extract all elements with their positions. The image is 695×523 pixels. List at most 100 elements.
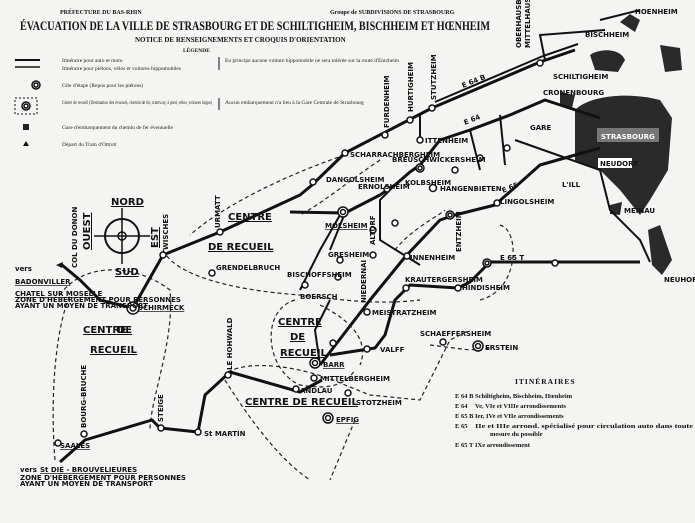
place-molsheim: MOLSHEIM: [325, 222, 368, 230]
place-strasbourg: STRASBOURG: [601, 133, 655, 141]
legend-centre-icon: [14, 97, 38, 115]
centre-label: CENTRE: [278, 317, 322, 328]
place-stutzheim: STUTZHEIM: [430, 54, 438, 100]
place-bischheim: BISCHHEIM: [585, 31, 629, 39]
place-bischoffsheim: BISCHOFFSHEIM: [287, 271, 352, 279]
place-bourg-bruche: BOURG-BRUCHE: [80, 365, 88, 428]
exit-vers: vers: [15, 265, 32, 273]
place-st-martin: St MARTIN: [204, 430, 246, 438]
itineraires-panel: ITINÉRAIRES E 64 B Schiltigheim, Bischhe…: [455, 376, 693, 449]
place-epfig: EPFIG: [336, 416, 359, 424]
compass-south: SUD: [115, 267, 139, 278]
exit-chatel: CHATEL SUR MOSELLE: [15, 290, 103, 298]
place-krautergersheim: KRAUTERGERSHEIM: [405, 276, 483, 284]
secondary-lines: [52, 154, 514, 481]
place-kolbsheim: KOLBSHEIM: [405, 179, 451, 187]
neudorf-label-bg: [598, 158, 632, 168]
place-dangolsheim: DANGOLSHEIM: [326, 176, 385, 184]
itin-code: E 65 T: [455, 442, 474, 449]
legend-note-1: En principe aucune voiture hippomobile n…: [225, 58, 400, 64]
place-wisches: WISCHES: [162, 214, 170, 250]
place-hoenheim: HOENHEIM: [635, 8, 678, 16]
place-altorf: ALTORF: [369, 215, 377, 245]
legend: Itinéraire pour auto et moto Itinéraire …: [14, 57, 400, 148]
exit-zone-1: ZONE D'HÉBERGEMENT POUR PERSONNES: [15, 295, 181, 304]
place-mittelbergheim: MITTELBERGHEIM: [320, 375, 390, 383]
exit-vers: vers: [20, 466, 37, 474]
place-ernolsheim: ERNOLSHEIM: [358, 183, 410, 191]
route-code-e64: E 64: [463, 113, 482, 127]
place-boersch: BOERSCH: [300, 293, 338, 301]
centre-label: CENTRE: [83, 325, 127, 336]
itin-desc: Ier, IVe et VIIe arrondissements: [475, 413, 564, 420]
place-valff: VALFF: [380, 346, 405, 354]
place-scharrachbergheim: SCHARRACHBERGHEIM: [350, 151, 440, 159]
place-neudorf: NEUDORF: [600, 160, 638, 168]
centre-label: RECUEIL: [90, 345, 138, 356]
itin-desc: mesure du possible: [490, 431, 543, 438]
legend-item-label: Itinéraire pour auto et moto: [62, 58, 123, 64]
place-meinau: MEINAU: [624, 207, 655, 215]
itineraires-title: ITINÉRAIRES: [515, 376, 576, 386]
centre-label: CENTRE: [228, 212, 272, 223]
route-code-e65t: E 65 T: [500, 254, 524, 262]
centres-de-recueil: CENTRE DE RECUEIL CENTRE DE RECUEIL CENT…: [83, 212, 359, 408]
place-schaeffersheim: SCHAEFFERSHEIM: [420, 330, 491, 338]
prefecture-label: PRÉFECTURE DU BAS-RHIN: [60, 8, 142, 16]
centre-label: CENTRE DE RECUEIL: [245, 397, 359, 408]
place-gresheim: GRESHEIM: [328, 251, 369, 259]
legend-item-label: Gare d'embarquement du chemin de fer éve…: [62, 124, 173, 131]
place-entzheim: ENTZHEIM: [455, 211, 463, 252]
place-col-du-donon: COL DU DONON: [71, 207, 79, 268]
place-furdenheim: FURDENHEIM: [383, 75, 391, 128]
exit-zone-1: ZONE D'HÉBERGEMENT POUR PERSONNES: [20, 473, 186, 482]
place-lingolsheim: LINGOLSHEIM: [500, 198, 554, 206]
centre-label: RECUEIL: [280, 348, 328, 359]
itin-desc: Ve, VIe et VIIIe arrondissements: [475, 403, 566, 410]
group-label: Groupe de SUBDIVISIONS DE STRASBOURG: [330, 10, 455, 16]
strasbourg-urban-area: [560, 14, 682, 275]
place-hurtigheim: HURTIGHEIM: [407, 62, 415, 112]
place-oberhausbergen: OBERHAUSBERGEN: [515, 0, 523, 48]
exit-badonviller: BADONVILLER: [15, 278, 71, 286]
legend-gite-icon: [31, 80, 41, 90]
place-hangenbieten: HANGENBIETEN: [440, 185, 502, 193]
compass-rose: NORD SUD EST OUEST: [82, 197, 161, 278]
place-hindisheim: HINDISHEIM: [462, 284, 510, 292]
legend-item-label: Départ du Tram d'Ottrott: [62, 142, 117, 148]
place-schiltigheim: SCHILTIGHEIM: [553, 73, 608, 81]
legend-note-2: Aucun embarquement n'a lieu à la Gare Ce…: [225, 100, 364, 106]
place-niedernai: NIEDERNAI: [360, 260, 368, 303]
compass-east: EST: [150, 227, 161, 248]
exit-destinations: vers BADONVILLER CHATEL SUR MOSELLE ZONE…: [15, 262, 186, 488]
map-title: ÉVACUATION DE LA VILLE DE STRASBOURG ET …: [20, 19, 490, 33]
exit-zone-2: AYANT UN MOYEN DE TRANSPORT: [15, 302, 148, 310]
itin-desc: IIe et IIIe arrond. spécialisé pour circ…: [475, 423, 693, 430]
place-saales: SAALES: [60, 442, 90, 450]
place-barr: BARR: [323, 361, 345, 369]
place-neuhof: NEUHOF: [664, 276, 695, 284]
place-ittenheim: ITTENHEIM: [425, 137, 468, 145]
place-schirmeck: SCHIRMECK: [138, 304, 185, 312]
exit-st-die: St DIÉ - BROUVELIEURES: [40, 465, 137, 474]
centre-label: DE: [290, 332, 305, 343]
place-cronenbourg: CRONENBOURG: [543, 89, 604, 97]
place-le-hohwald: LE HOHWALD: [226, 317, 234, 370]
map-subtitle: NOTICE DE RENSEIGNEMENTS ET CROQUIS D'OR…: [135, 36, 346, 44]
arrow-icon: [56, 262, 63, 268]
legend-item-label: Itinéraire pour piétons, vélos et voitur…: [62, 66, 181, 72]
route-badonviller: [61, 263, 134, 310]
place-breuschwickersheim: BREUSCHWICKERSHEIM: [392, 156, 486, 164]
legend-tram-triangle-icon: [23, 141, 29, 146]
place-grendelbruch: GRENDELBRUCH: [216, 264, 280, 272]
route-hohwald-saales: [59, 370, 323, 464]
compass-north: NORD: [111, 197, 144, 208]
itin-desc: IXe arrondissement: [475, 442, 531, 449]
legend-station-icon: [23, 124, 29, 130]
compass-west: OUEST: [82, 212, 93, 250]
place-labels: STRASBOURG SCHILTIGHEIM BISCHHEIM HOENHE…: [60, 0, 695, 450]
legend-title: LÉGENDE: [183, 46, 210, 54]
place-urmatt: URMATT: [214, 195, 222, 228]
